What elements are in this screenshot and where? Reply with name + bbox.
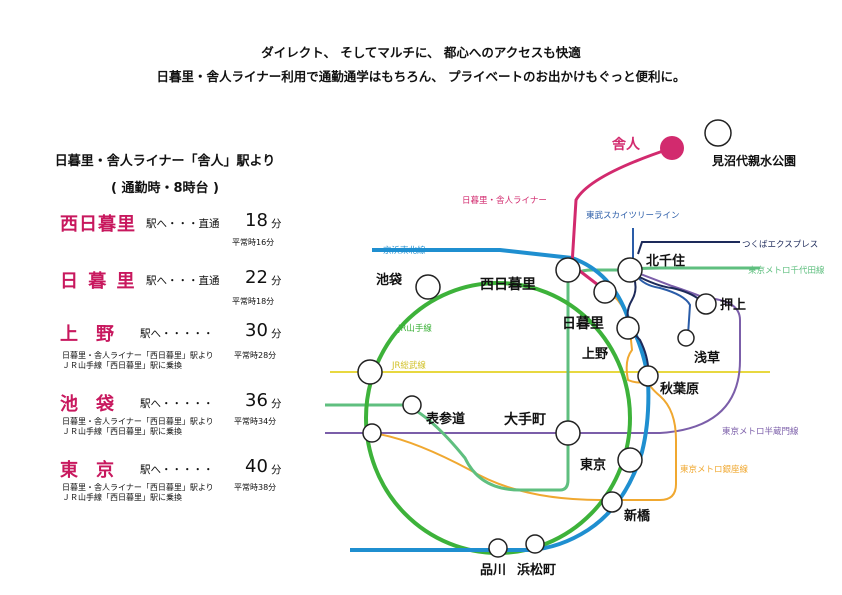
station-kitasenju-marker: [617, 257, 643, 283]
route-minutes: 18: [245, 210, 268, 231]
station-ueno-marker: [616, 316, 640, 340]
route-note1: 日暮里・舎人ライナー「西日暮里」駅より: [62, 483, 214, 492]
station-ikebukuro-label: 池袋: [376, 273, 403, 288]
route-desc: 駅へ・・・・・: [140, 398, 214, 410]
line-sobu-label: JR総武線: [392, 361, 426, 371]
station-minumadai-marker: [704, 119, 732, 147]
route-ueno: 上 野 駅へ・・・・・ 30 分 日暮里・舎人ライナー「西日暮里」駅より ＪＲ山…: [60, 320, 300, 380]
route-minutes: 30: [245, 320, 268, 341]
route-ikebukuro: 池 袋 駅へ・・・・・ 36 分 日暮里・舎人ライナー「西日暮里」駅より ＪＲ山…: [60, 390, 300, 450]
station-ueno-label: 上野: [582, 347, 609, 362]
route-desc: 駅へ・・・直通: [146, 275, 220, 287]
route-station: 西日暮里: [60, 214, 136, 235]
station-chiyoda-junction-marker: [402, 395, 422, 415]
station-shinbashi-label: 新橋: [624, 509, 651, 524]
station-oshiage-marker: [695, 293, 717, 315]
station-hamamatsucho-label: 浜松町: [517, 563, 557, 578]
route-unit: 分: [271, 398, 282, 410]
route-usual: 平常時34分: [234, 417, 277, 426]
route-note2: ＪＲ山手線「西日暮里」駅に乗換: [62, 361, 182, 370]
station-tokyo-label: 東京: [580, 458, 607, 473]
station-sobu-junction-marker: [357, 359, 383, 385]
station-kitasenju-label: 北千住: [646, 254, 686, 269]
line-keihin-label: 京浜東北線: [383, 246, 426, 256]
station-shinagawa-label: 品川: [480, 563, 507, 578]
route-unit: 分: [271, 328, 282, 340]
route-note2: ＪＲ山手線「西日暮里」駅に乗換: [62, 427, 182, 436]
station-otemachi-label: 大手町: [504, 412, 546, 428]
route-note1: 日暮里・舎人ライナー「西日暮里」駅より: [62, 417, 214, 426]
route-minutes: 22: [245, 267, 268, 288]
station-omotesando-marker: [362, 423, 382, 443]
route-note2: ＪＲ山手線「西日暮里」駅に乗換: [62, 493, 182, 502]
route-unit: 分: [271, 218, 282, 230]
station-toneri-label: 舎人: [612, 137, 640, 153]
route-usual: 平常時18分: [232, 297, 275, 306]
line-hanzomon-label: 東京メトロ半蔵門線: [722, 427, 799, 437]
station-asakusa-label: 浅草: [694, 351, 721, 366]
station-shinagawa-marker: [488, 538, 508, 558]
route-desc: 駅へ・・・直通: [146, 218, 220, 230]
station-nishinippori-label: 西日暮里: [480, 277, 536, 293]
station-omotesando-label: 表参道: [426, 412, 466, 427]
station-tokyo-marker: [617, 447, 643, 473]
station-akihabara-marker: [637, 365, 659, 387]
line-ginza-label: 東京メトロ銀座線: [680, 465, 749, 475]
station-toneri-marker: [660, 136, 684, 160]
route-station: 日 暮 里: [60, 271, 137, 292]
headline-line2: 日暮里・舎人ライナー利用で通勤通学はもちろん、 プライベートのお出かけもぐっと便…: [156, 69, 686, 84]
headline-line1: ダイレクト、 そしてマルチに、 都心へのアクセスも快適: [261, 45, 581, 60]
station-nippori-label: 日暮里: [562, 316, 604, 332]
route-minutes: 36: [245, 390, 268, 411]
station-akihabara-label: 秋葉原: [660, 382, 700, 397]
hanzomon-line: [325, 269, 741, 434]
route-minutes: 40: [245, 456, 268, 477]
station-hamamatsucho-marker: [525, 534, 545, 554]
station-nishinippori-marker: [555, 257, 581, 283]
panel-title: 日暮里・舎人ライナー「舎人」駅より: [54, 154, 276, 169]
station-otemachi-marker: [555, 420, 581, 446]
route-usual: 平常時38分: [234, 483, 277, 492]
route-unit: 分: [271, 464, 282, 476]
route-nippori: 日 暮 里 駅へ・・・直通 22 分 平常時18分: [60, 267, 300, 327]
station-shinbashi-marker: [601, 491, 623, 513]
liner-line: [570, 146, 673, 266]
station-minumadai-label: 見沼代親水公園: [712, 154, 797, 168]
route-station: 上 野: [60, 324, 114, 345]
route-desc: 駅へ・・・・・: [140, 464, 214, 476]
panel-subtitle: ( 通勤時・8時台 ): [111, 181, 219, 196]
route-unit: 分: [271, 275, 282, 287]
station-nippori-marker: [593, 280, 617, 304]
route-desc: 駅へ・・・・・: [140, 328, 214, 340]
route-tokyo: 東 京 駅へ・・・・・ 40 分 日暮里・舎人ライナー「西日暮里」駅より ＪＲ山…: [60, 456, 300, 516]
line-tsukuba-label: つくばエクスプレス: [742, 240, 819, 250]
line-chiyoda-label: 東京メトロ千代田線: [748, 266, 825, 276]
station-ikebukuro-marker: [415, 274, 441, 300]
route-usual: 平常時28分: [234, 351, 277, 360]
station-oshiage-label: 押上: [720, 298, 747, 313]
line-yamanote-label: JR山手線: [398, 324, 432, 334]
line-tobu-label: 東武スカイツリーライン: [586, 211, 680, 221]
route-station: 池 袋: [60, 394, 114, 415]
route-note1: 日暮里・舎人ライナー「西日暮里」駅より: [62, 351, 214, 360]
route-station: 東 京: [60, 460, 114, 481]
route-nishinippori: 西日暮里 駅へ・・・直通 18 分 平常時16分: [60, 210, 300, 270]
tsukuba-line: [637, 241, 740, 255]
station-asakusa-marker: [677, 329, 695, 347]
line-liner-label: 日暮里・舎人ライナー: [462, 196, 547, 206]
route-usual: 平常時16分: [232, 238, 275, 247]
